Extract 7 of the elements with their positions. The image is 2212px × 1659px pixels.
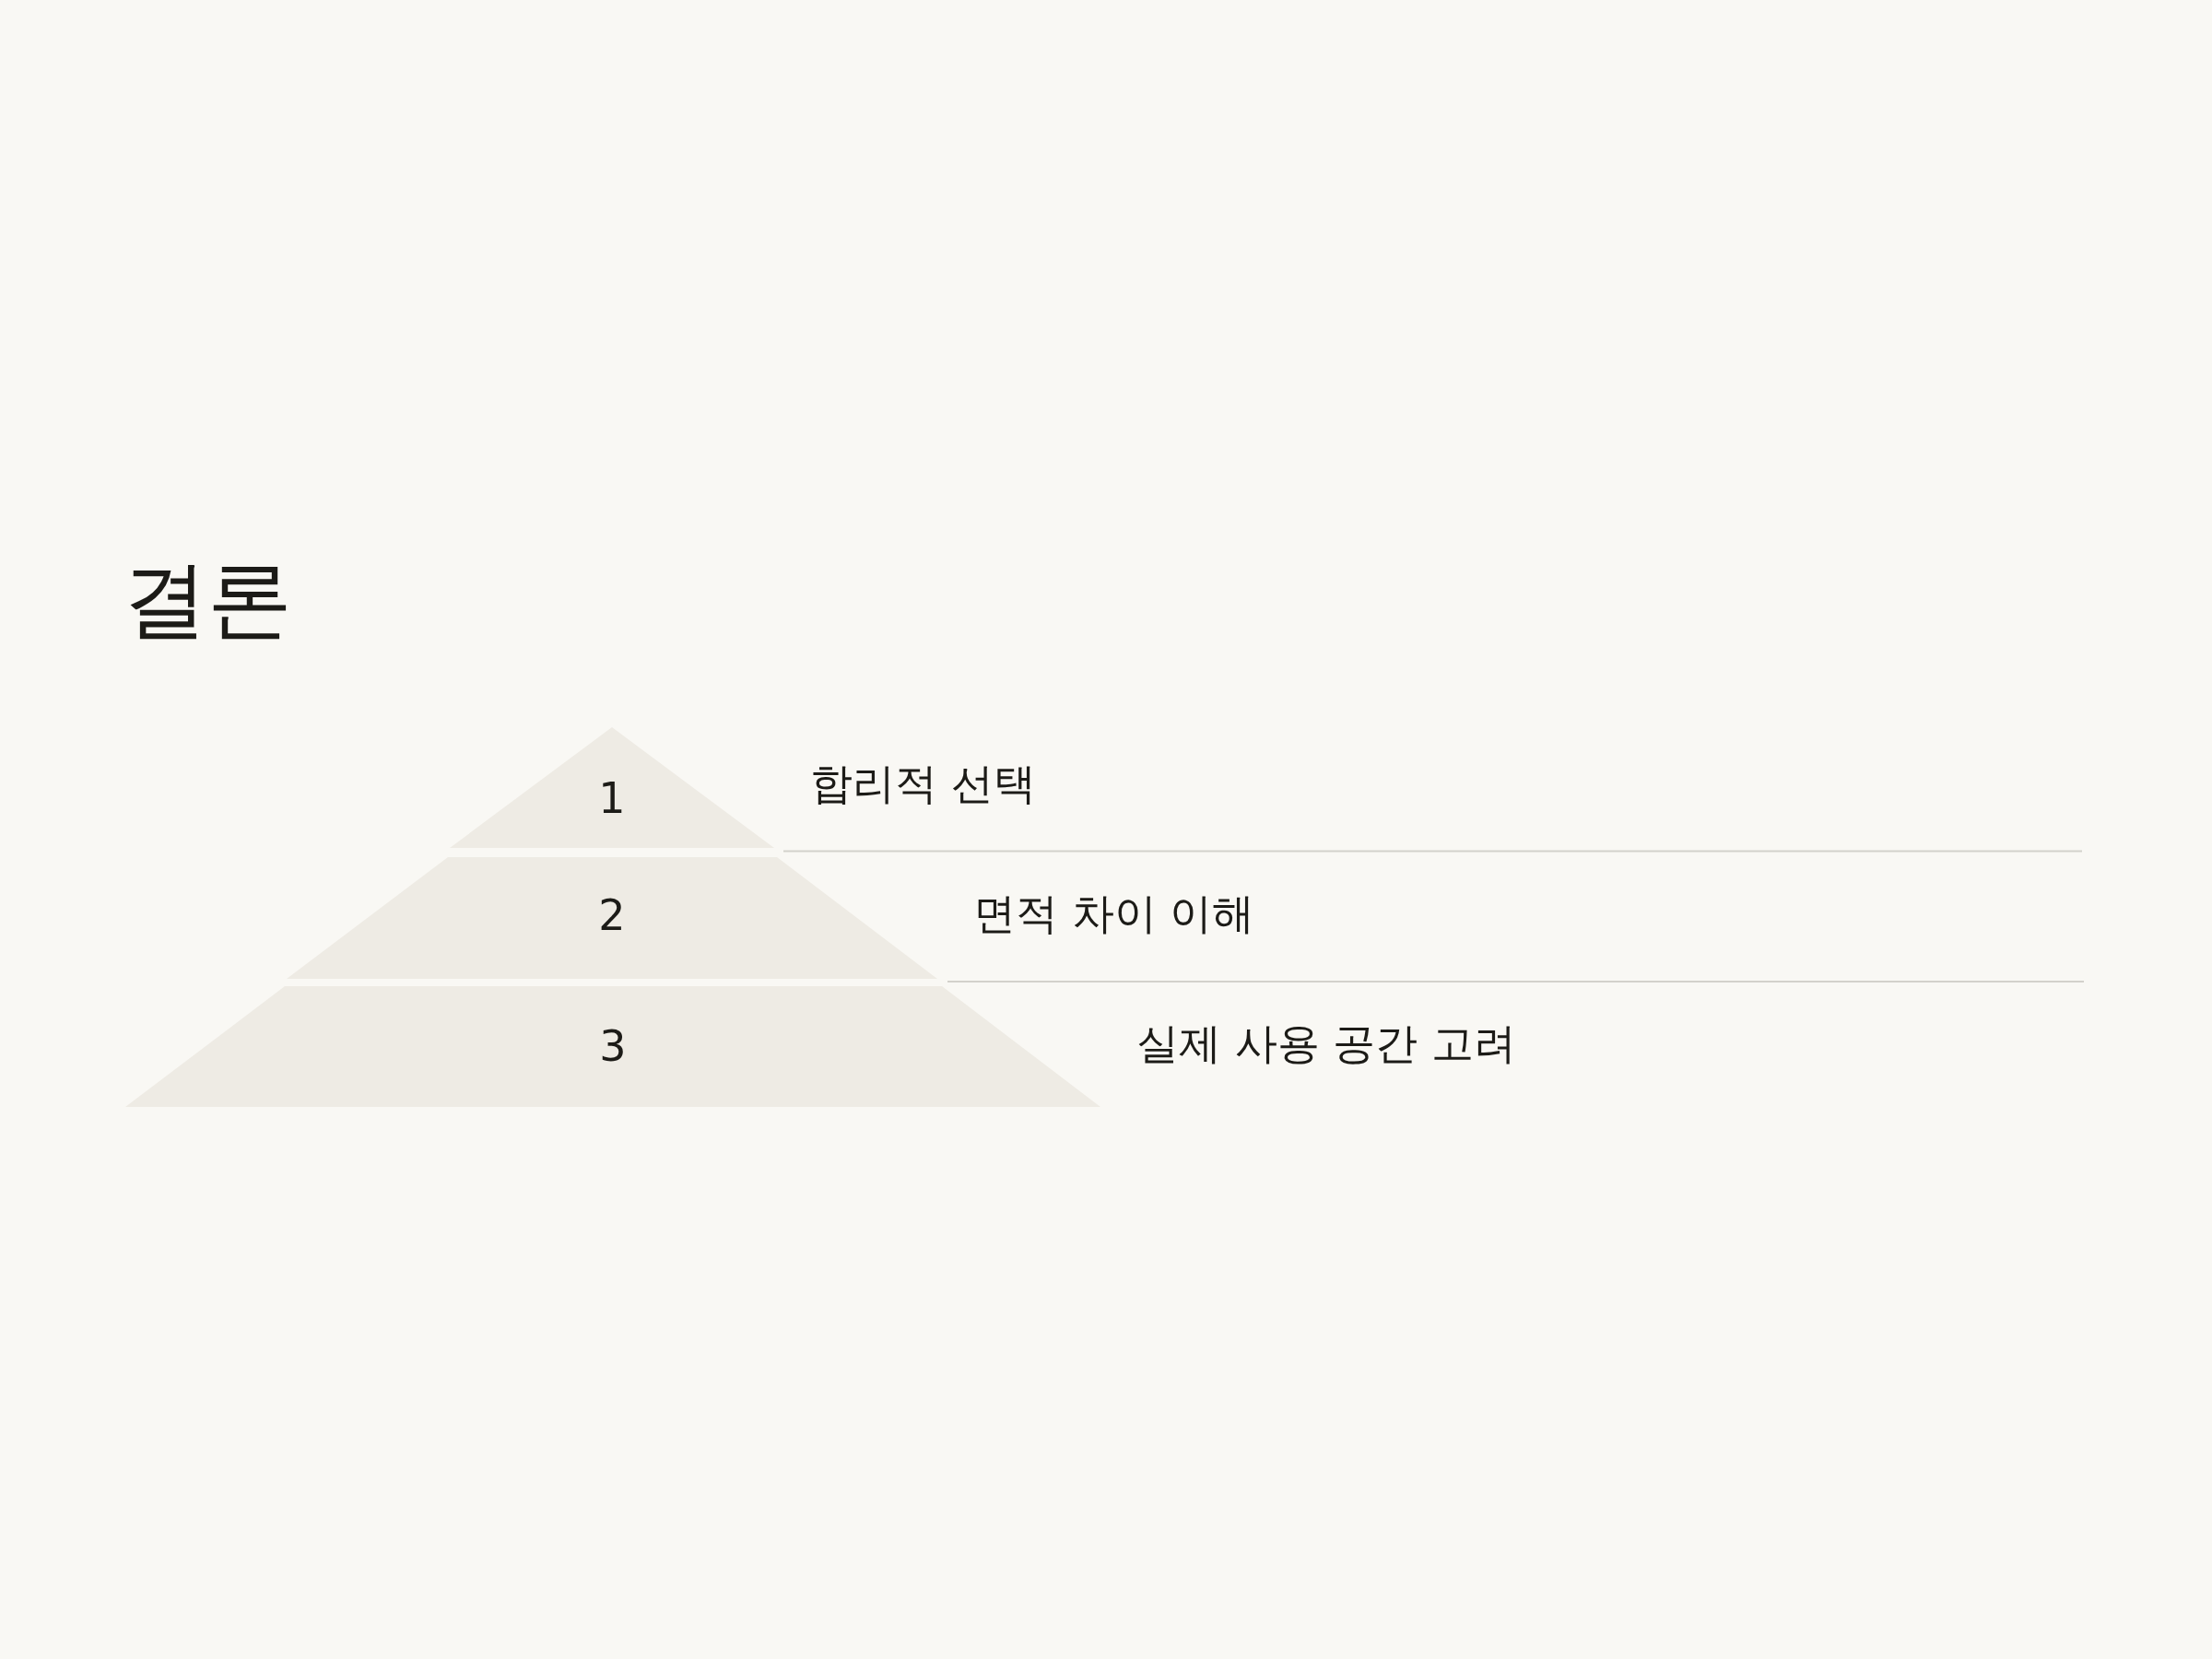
tier-number: 3 <box>598 1021 628 1073</box>
tier-number: 2 <box>597 890 627 942</box>
tier-label: 실제 사용 공간 고려 <box>1136 1018 1516 1070</box>
title: 결론 <box>123 548 292 651</box>
tier-number: 1 <box>597 773 627 825</box>
tier-label: 면적 차이 이해 <box>973 888 1255 940</box>
tier-label: 합리적 선택 <box>810 759 1036 810</box>
